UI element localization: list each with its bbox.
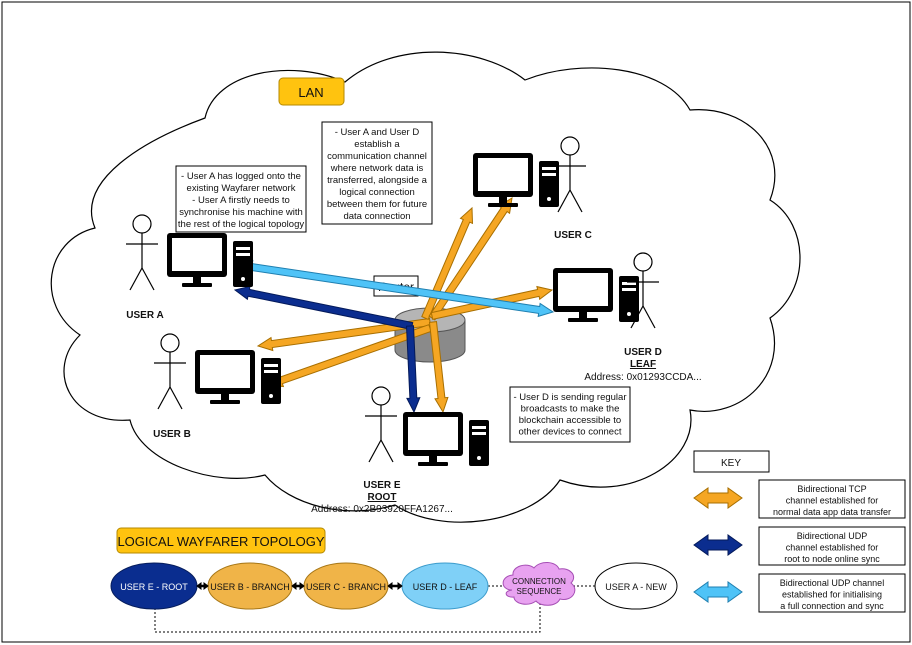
note-ad-line-3: communication channel: [327, 151, 427, 162]
node-new: [594, 562, 678, 610]
key-tcp-box: [758, 479, 906, 519]
topo-arrow-branch-c-leaf: [387, 582, 403, 590]
note-ad-line-1: - User A and User D: [335, 127, 420, 138]
key-udp-init-line-2: established for initialising: [782, 590, 882, 600]
key-tcp-line-3: normal data app data transfer: [773, 507, 891, 517]
lan-badge: [278, 77, 345, 106]
note-a-line-2: existing Wayfarer network: [187, 183, 296, 194]
key-title: KEY: [721, 458, 741, 469]
key-udp-sync-arrow: [693, 534, 743, 556]
note-ad-line-8: data connection: [343, 211, 410, 222]
user-d-label: USER D: [624, 347, 662, 358]
key-udp-init-arrow: [693, 581, 743, 603]
topology-title: LOGICAL WAYFARER TOPOLOGY: [117, 534, 324, 549]
user-e-label: USER E: [363, 480, 401, 491]
key-tcp-arrow: [693, 487, 743, 509]
key-arrows: [693, 487, 743, 603]
key-udp-init-line-1: Bidirectional UDP channel: [780, 578, 884, 588]
topology-title-badge: [116, 527, 326, 554]
note-a-line-1: - User A has logged onto the: [181, 171, 301, 182]
user-a-label: USER A: [126, 310, 163, 321]
note-d-line-3: blockchain accessible to: [519, 415, 621, 426]
node-connection-sequence-cloud: [502, 562, 576, 606]
key-tcp-line-2: channel established for: [786, 496, 879, 506]
link-root-sequence-loop: [154, 602, 541, 633]
node-leaf-label: USER D - LEAF: [413, 582, 478, 592]
key-udp-sync-line-3: root to node online sync: [784, 554, 880, 564]
user-e-role: ROOT: [368, 492, 397, 503]
note-user-ad-box: [321, 121, 433, 225]
user-e-address: Address: 0x2B93920FFA1267...: [311, 504, 453, 515]
udp-sync-arrow-to-user-e: [405, 325, 421, 414]
node-sequence-line-2: SEQUENCE: [517, 587, 562, 596]
topo-arrow-root-branch-b: [196, 582, 209, 590]
tcp-arrow-to-user-b-upper: [256, 317, 432, 352]
note-user-a-box: [175, 165, 307, 233]
topology-arrows: [196, 582, 403, 590]
key-udp-sync-line-1: Bidirectional UDP: [797, 531, 868, 541]
key-udp-sync-box: [758, 526, 906, 566]
key-title-box: [693, 450, 770, 473]
note-d-line-1: - User D is sending regular: [514, 392, 627, 403]
key-tcp-line-1: Bidirectional TCP: [797, 484, 866, 494]
note-ad-line-7: between them for future: [327, 199, 427, 210]
user-c-label: USER C: [554, 230, 592, 241]
key-tcp-text: Bidirectional TCP channel established for…: [773, 484, 891, 517]
lan-label: LAN: [298, 85, 323, 100]
udp-sync-arrow-to-user-a: [233, 285, 414, 330]
node-branch-b-label: USER B - BRANCH: [210, 582, 290, 592]
user-d-role: LEAF: [630, 359, 656, 370]
user-b-label: USER B: [153, 429, 191, 440]
topo-arrow-branch-b-branch-c: [291, 582, 305, 590]
node-branch-c-label: USER C - BRANCH: [306, 582, 386, 592]
node-sequence-line-1: CONNECTION: [512, 577, 566, 586]
note-a-line-5: the rest of the logical topology: [178, 219, 304, 230]
note-a-line-3: - User A firstly needs to: [192, 195, 290, 206]
note-ad-line-2: establish a: [354, 139, 400, 150]
note-ad-line-5: transferred, alongside a: [327, 175, 428, 186]
note-d-line-2: broadcasts to make the: [521, 404, 620, 415]
node-root-label: USER E - ROOT: [120, 582, 188, 592]
note-ad-line-6: logical connection: [339, 187, 415, 198]
key-udp-sync-line-2: channel established for: [786, 543, 879, 553]
connection-arrows: [233, 197, 555, 414]
key-udp-init-text: Bidirectional UDP channel established for…: [780, 578, 884, 611]
note-user-d-box: [509, 386, 631, 443]
key-udp-init-box: [758, 573, 906, 613]
note-d-line-4: other devices to connect: [519, 427, 622, 438]
note-ad-line-4: where network data is: [330, 163, 424, 174]
key-udp-sync-text: Bidirectional UDP channel established for…: [784, 531, 880, 564]
user-d-address: Address: 0x01293CCDA...: [584, 372, 701, 383]
tcp-arrow-to-user-e: [428, 321, 449, 414]
key-udp-init-line-3: a full connection and sync: [780, 601, 884, 611]
node-new-label: USER A - NEW: [605, 582, 667, 592]
note-a-line-4: synchronise his machine with: [179, 207, 303, 218]
